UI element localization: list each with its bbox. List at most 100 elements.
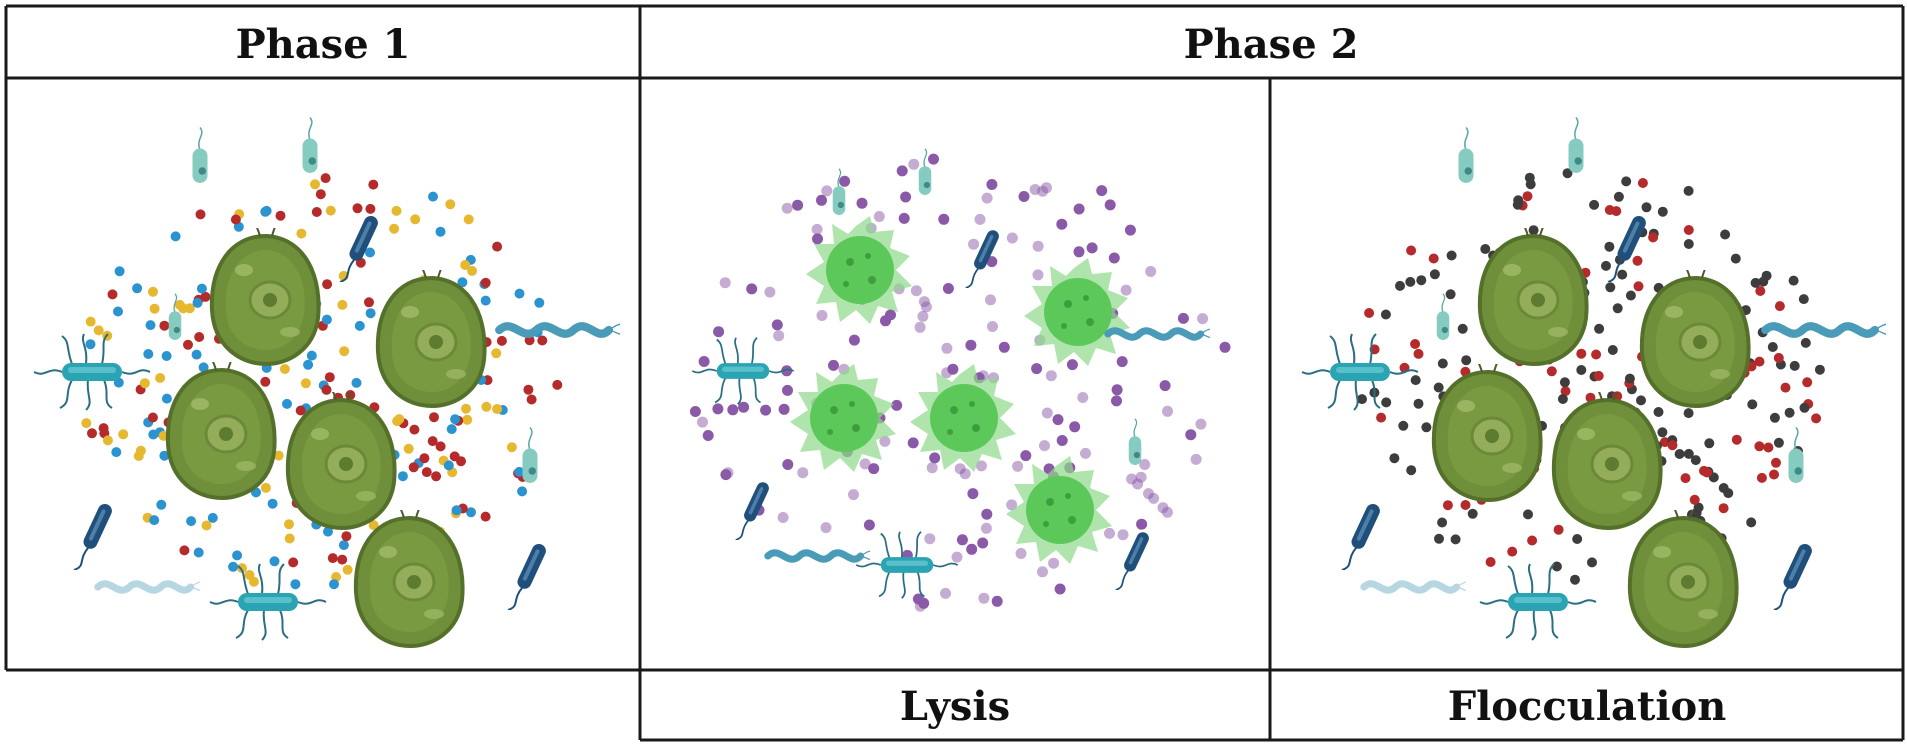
particle <box>1190 453 1202 465</box>
particle <box>1789 360 1800 371</box>
particle <box>365 308 376 319</box>
particle <box>1613 191 1624 202</box>
particle <box>1104 199 1116 211</box>
particle <box>697 416 708 428</box>
particle <box>1457 323 1468 334</box>
particle <box>928 153 939 165</box>
spiral-bacterium <box>499 324 627 336</box>
particle <box>811 223 823 235</box>
particle <box>828 359 839 371</box>
particle <box>461 403 471 414</box>
particle <box>879 435 891 447</box>
particle <box>1416 275 1427 286</box>
particle <box>481 401 492 412</box>
particle <box>284 533 295 544</box>
particle <box>1364 308 1375 318</box>
particle <box>1460 500 1471 510</box>
mint-bacterium <box>1457 126 1475 184</box>
particle <box>1413 348 1424 359</box>
particle <box>338 540 349 551</box>
particle <box>1690 455 1701 466</box>
particle <box>782 384 793 396</box>
particle <box>1406 465 1417 476</box>
particle <box>1111 395 1122 407</box>
particle <box>148 429 159 440</box>
particle <box>174 299 185 310</box>
particle <box>325 205 336 216</box>
particle <box>1591 349 1602 360</box>
particle <box>1410 375 1421 386</box>
particle <box>290 579 301 590</box>
particle <box>537 335 548 346</box>
particle <box>149 303 160 314</box>
particle <box>702 430 714 441</box>
particle <box>1056 435 1068 446</box>
particle <box>85 339 96 350</box>
particle <box>1446 250 1457 261</box>
particle <box>237 563 247 574</box>
particle <box>1754 441 1765 452</box>
particle <box>156 499 167 510</box>
particle <box>1380 309 1391 320</box>
particle <box>230 214 241 225</box>
particle <box>1680 473 1691 484</box>
particle <box>1116 356 1128 368</box>
particle <box>267 498 278 509</box>
particle <box>1551 561 1562 572</box>
mint-bacterium <box>1127 417 1143 466</box>
particle <box>296 228 307 239</box>
particle <box>198 362 209 373</box>
particle <box>1746 517 1757 528</box>
particle <box>966 543 978 555</box>
particle <box>914 600 926 612</box>
particle <box>1467 508 1478 519</box>
particle <box>480 277 491 288</box>
particle <box>1522 191 1533 202</box>
particle <box>1442 500 1453 511</box>
particle <box>275 210 286 221</box>
mint-bacterium <box>191 126 209 184</box>
nutrient-particles <box>81 173 563 590</box>
particle <box>1410 339 1421 349</box>
particle <box>910 285 922 297</box>
particle <box>1162 405 1173 417</box>
mint-bacterium <box>831 167 847 216</box>
particle <box>467 265 478 276</box>
particle <box>159 450 170 461</box>
particle <box>260 206 271 217</box>
mint-bacterium <box>521 426 539 484</box>
particle <box>1657 206 1668 217</box>
mint-bacterium <box>1436 293 1450 341</box>
particle <box>1185 429 1197 441</box>
particle <box>419 453 430 464</box>
particle <box>1562 168 1573 179</box>
particle <box>183 339 193 350</box>
particle <box>698 356 710 367</box>
particle <box>907 437 919 449</box>
particle <box>1434 533 1444 544</box>
particle <box>179 545 190 556</box>
particle <box>1800 337 1811 348</box>
particle <box>1015 548 1027 559</box>
particle <box>132 283 143 294</box>
table-frame <box>4 4 1905 742</box>
particle <box>856 197 868 209</box>
particle <box>306 350 317 361</box>
particle <box>1159 380 1171 392</box>
spiral-bacterium <box>1765 324 1893 336</box>
particle <box>389 223 400 234</box>
particle <box>534 297 545 308</box>
particle <box>248 576 259 587</box>
particle <box>1512 199 1523 210</box>
particle <box>929 452 941 464</box>
particle <box>1124 224 1136 236</box>
particle <box>113 306 123 317</box>
particle <box>111 447 122 458</box>
particle <box>1767 342 1778 352</box>
particle <box>1018 191 1030 202</box>
particle <box>1607 345 1618 355</box>
particle <box>1006 232 1018 244</box>
particle <box>951 551 963 563</box>
particle <box>1086 242 1098 254</box>
particle <box>445 199 456 210</box>
